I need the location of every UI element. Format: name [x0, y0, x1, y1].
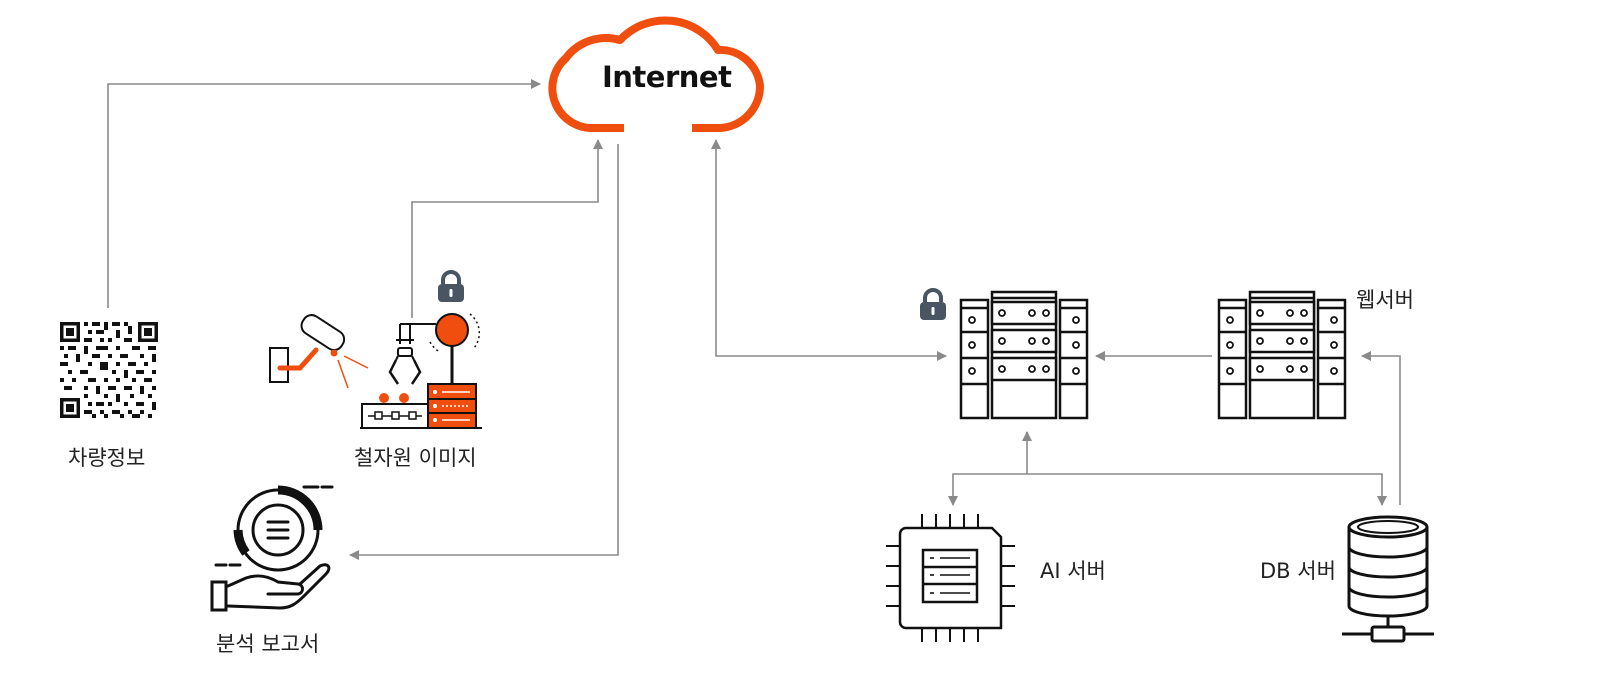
lock-icon: [920, 288, 946, 320]
qr-code-icon: [60, 322, 158, 418]
chip-icon: [886, 514, 1015, 642]
web-server-label: 웹서버: [1356, 288, 1414, 312]
arrow-internet-secure-server: [711, 139, 947, 361]
analysis-report-label: 분석 보고서: [216, 632, 320, 656]
connectors: [107, 79, 1401, 560]
vehicle-info-label: 차량정보: [68, 446, 146, 470]
arrow-db-to-web: [1361, 351, 1401, 505]
hand-report-icon: [210, 485, 334, 612]
internet-cloud-icon: [548, 16, 765, 132]
arrow-vehicle-to-internet: [107, 79, 541, 308]
arrow-hub-to-db: [1027, 473, 1387, 506]
database-icon: [1342, 515, 1434, 643]
arrow-scrap-to-internet: [411, 139, 603, 318]
db-server-label: DB 서버: [1260, 559, 1336, 583]
scrap-image-label: 철자원 이미지: [354, 446, 477, 470]
camera-robot-arm-icon: [269, 313, 482, 429]
ai-server-label: AI 서버: [1040, 559, 1106, 583]
internet-label: Internet: [602, 60, 732, 94]
server-rack-icon: [1217, 290, 1347, 420]
lock-icon: [438, 270, 464, 302]
arrow-internet-to-report: [349, 144, 619, 560]
arrow-hub-to-ai: [948, 473, 1027, 506]
server-rack-icon: [959, 290, 1089, 420]
